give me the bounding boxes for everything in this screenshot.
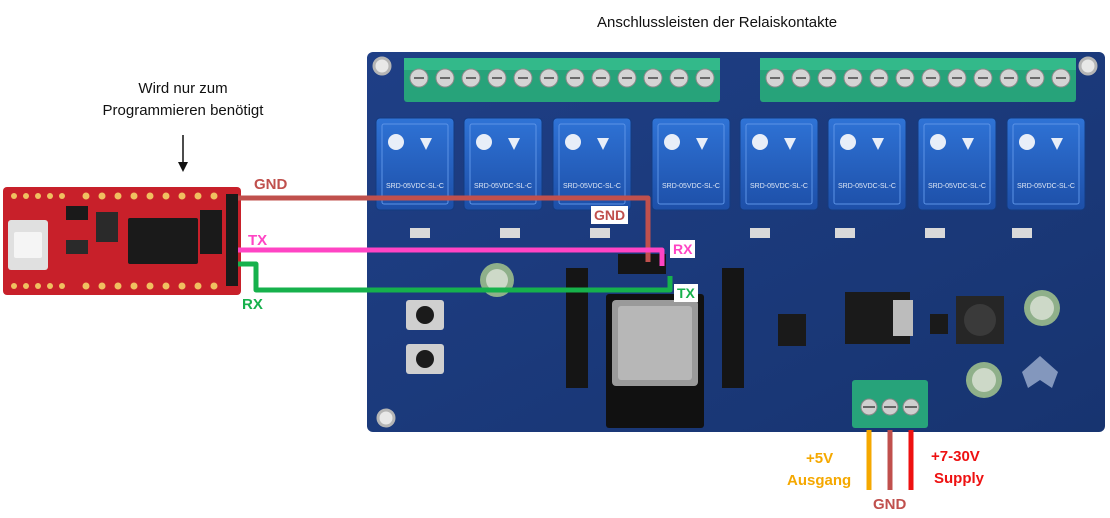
adapter-note-line2: Programmieren benötigt — [102, 102, 264, 119]
relay-model-text: SRD-05VDC-SL-C — [838, 183, 896, 190]
down-arrow-icon — [178, 135, 188, 172]
board-logo — [1022, 356, 1058, 388]
relay-board: SRD-05VDC-SL-C SRD-05VDC-SL-C SRD-05VDC-SL… — [367, 52, 1105, 432]
button-io0 — [406, 300, 444, 330]
adapter-pin-header — [226, 194, 238, 286]
tx-wire-label: TX — [248, 232, 268, 249]
terminal-block-left — [404, 58, 720, 102]
tx-wire — [238, 247, 665, 266]
relay-model-text: SRD-05VDC-SL-C — [386, 183, 444, 190]
relay: SRD-05VDC-SL-C — [739, 117, 819, 211]
relay: SRD-05VDC-SL-C — [375, 117, 455, 211]
diagram-title: Anschlussleisten der Relaiskontakte — [597, 14, 838, 31]
rx-wire — [238, 261, 673, 293]
terminal-block-right — [760, 58, 1076, 102]
relay: SRD-05VDC-SL-C — [1006, 117, 1086, 211]
relay: SRD-05VDC-SL-C — [827, 117, 907, 211]
programming-header — [618, 254, 666, 274]
relay: SRD-05VDC-SL-C — [651, 117, 731, 211]
rx-wire-label: RX — [242, 296, 263, 313]
pin-header-left — [566, 268, 588, 388]
relay: SRD-05VDC-SL-C — [463, 117, 543, 211]
board-pin-gnd-label: GND — [591, 206, 629, 224]
relay-model-text: SRD-05VDC-SL-C — [750, 183, 808, 190]
pin-header-right — [722, 268, 744, 388]
relay: SRD-05VDC-SL-C — [917, 117, 997, 211]
gnd-wire-label: GND — [254, 176, 288, 193]
usb-serial-adapter — [3, 187, 241, 295]
board-pin-rx-label: RX — [670, 240, 696, 258]
power-terminal-block — [852, 380, 928, 428]
adapter-note-line1: Wird nur zum — [138, 80, 228, 97]
relay-model-text: SRD-05VDC-SL-C — [662, 183, 720, 190]
button-en — [406, 344, 444, 374]
relays: SRD-05VDC-SL-C SRD-05VDC-SL-C SRD-05VDC-SL… — [375, 117, 1086, 211]
power-out-label-line2: Ausgang — [787, 472, 852, 489]
power-supply-label-line1: +7-30V — [931, 448, 980, 465]
relay-model-text: SRD-05VDC-SL-C — [563, 183, 621, 190]
mounting-holes — [372, 56, 1098, 428]
board-pin-tx-label: TX — [674, 284, 698, 302]
serial-chip — [128, 218, 198, 264]
driver-components — [410, 228, 1032, 238]
power-out-label-line1: +5V — [806, 450, 834, 467]
relay-model-text: SRD-05VDC-SL-C — [1017, 183, 1075, 190]
relay-model-text: SRD-05VDC-SL-C — [928, 183, 986, 190]
power-supply-label-line2: Supply — [934, 470, 985, 487]
voltage-regulator — [778, 290, 1060, 398]
esp32-module — [606, 294, 704, 428]
relay: SRD-05VDC-SL-C — [552, 117, 632, 211]
relay-model-text: SRD-05VDC-SL-C — [474, 183, 532, 190]
power-gnd-label: GND — [873, 496, 907, 513]
gnd-wire — [238, 195, 651, 262]
